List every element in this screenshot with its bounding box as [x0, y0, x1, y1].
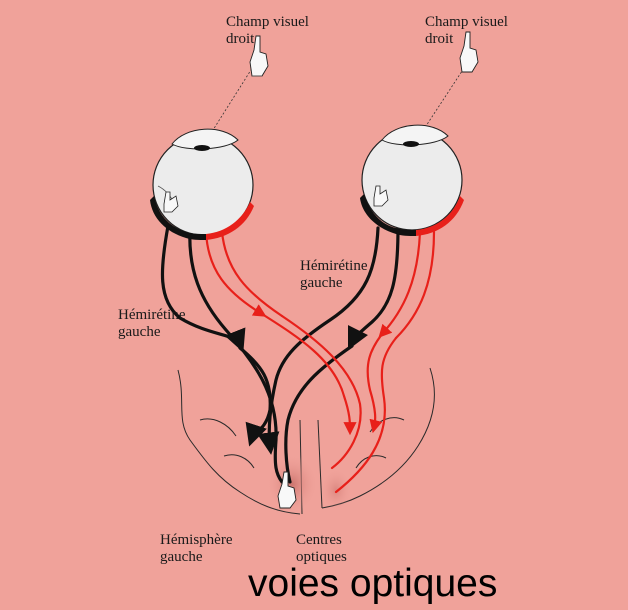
- hemiretina-left-label: Hémirétine gauche: [118, 307, 186, 340]
- red-pathway-right-b: [394, 230, 436, 340]
- black-pathway-left-inner-tail: [238, 346, 272, 447]
- black-right-continue: [284, 344, 354, 484]
- pointing-hand-icon-left: [249, 35, 269, 77]
- red-pathway-right-a: [378, 230, 422, 338]
- black-pathways: [160, 224, 400, 484]
- optic-centers-label: Centres optiques: [296, 532, 347, 565]
- red-pathways: [204, 230, 436, 494]
- black-pathway-right-cross: [257, 226, 380, 455]
- hemisphere-label: Hémisphère gauche: [160, 532, 233, 565]
- hand-icon-right-eye: [373, 185, 389, 207]
- red-pathway-left-a: [204, 230, 267, 317]
- caption-title: voies optiques: [248, 562, 498, 605]
- right-eye: [360, 124, 464, 236]
- visual-field-left-label: Champ visuel droit: [226, 14, 309, 47]
- optic-center-glow-right: [320, 468, 352, 512]
- left-eye: [150, 128, 254, 240]
- red-pathway-left-b: [220, 230, 284, 318]
- pointing-hand-icon-center: [277, 471, 297, 509]
- black-pathway-left-inner: [160, 224, 246, 353]
- black-pathway-right-cross-lower: [347, 226, 400, 351]
- pointing-hand-icon-right: [459, 31, 479, 73]
- visual-field-right-label: Champ visuel droit: [425, 14, 508, 47]
- black-pathway-left-outer: [188, 226, 284, 484]
- hand-icon-left-eye: [163, 191, 179, 213]
- hemiretina-right-label: Hémirétine gauche: [300, 258, 368, 291]
